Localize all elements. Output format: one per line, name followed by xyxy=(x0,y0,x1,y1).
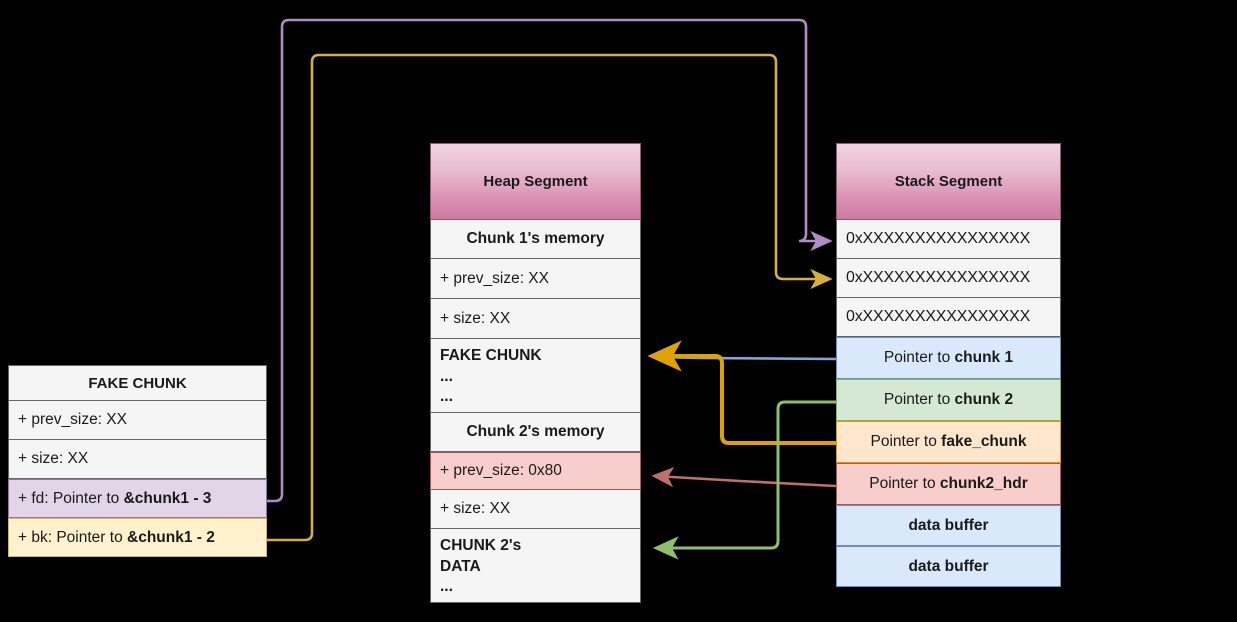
fake-chunk-box: FAKE CHUNK + prev_size: XX + size: XX + … xyxy=(8,365,267,557)
fake-chunk-row-fd-target: &chunk1 - 3 xyxy=(123,489,212,507)
heap-row-chunk1-size: + size: XX xyxy=(430,299,641,339)
heap-segment-box: Heap Segment Chunk 1's memory + prev_siz… xyxy=(430,143,641,603)
fake-chunk-row-prev-size: + prev_size: XX xyxy=(8,401,267,440)
fake-chunk-row-fd: + fd: Pointer to &chunk1 - 3 xyxy=(8,479,267,518)
heap-row-chunk1-prev-size: + prev_size: XX xyxy=(430,259,641,299)
fake-chunk-row-bk-prefix: + bk: Pointer to xyxy=(18,528,127,546)
fake-chunk-row-bk: + bk: Pointer to &chunk1 - 2 xyxy=(8,518,267,557)
stack-row-pointer-chunk1-target: chunk 1 xyxy=(954,349,1014,366)
fake-chunk-row-prev-size-label: + prev_size: XX xyxy=(18,411,127,428)
fake-chunk-title: FAKE CHUNK xyxy=(8,365,267,401)
heap-row-chunk1-size-label: + size: XX xyxy=(440,309,511,327)
stack-row-address-1-label: 0xXXXXXXXXXXXXXXXX xyxy=(846,230,1031,247)
stack-row-pointer-chunk1-prefix: Pointer to xyxy=(883,349,955,366)
fake-chunk-row-fd-prefix: + fd: Pointer to xyxy=(18,489,124,507)
stack-row-address-2: 0xXXXXXXXXXXXXXXXX xyxy=(836,259,1061,298)
stack-row-address-1: 0xXXXXXXXXXXXXXXXX xyxy=(836,220,1061,259)
stack-row-pointer-fake-chunk: Pointer to fake_chunk xyxy=(836,421,1061,463)
stack-row-address-3: 0xXXXXXXXXXXXXXXXX xyxy=(836,298,1061,337)
fake-chunk-row-size: + size: XX xyxy=(8,440,267,479)
stack-row-pointer-chunk2: Pointer to chunk 2 xyxy=(836,379,1061,421)
stack-row-address-2-label: 0xXXXXXXXXXXXXXXXX xyxy=(846,269,1031,286)
wire-chunk2-to-chunk2-data xyxy=(652,400,838,560)
stack-row-data-buffer-2: data buffer xyxy=(836,546,1061,587)
heap-row-chunk2-memory-label: Chunk 2's memory xyxy=(466,423,605,440)
heap-row-chunk2-size-label: + size: XX xyxy=(440,500,511,517)
heap-row-chunk1-memory: Chunk 1's memory xyxy=(430,220,641,259)
stack-row-data-buffer-1: data buffer xyxy=(836,505,1061,546)
stack-row-data-buffer-1-label: data buffer xyxy=(908,516,989,534)
wire-fake-chunk-ptr-to-fake-chunk xyxy=(647,340,838,445)
wire-chunk2hdr-to-prev-size xyxy=(651,466,838,488)
stack-row-pointer-fake-chunk-target: fake_chunk xyxy=(941,433,1027,450)
fake-chunk-row-size-label: + size: XX xyxy=(18,450,89,467)
heap-row-chunk1-memory-label: Chunk 1's memory xyxy=(466,230,605,247)
heap-row-chunk1-prev-size-label: + prev_size: XX xyxy=(440,269,549,287)
stack-row-pointer-chunk2-prefix: Pointer to xyxy=(883,391,955,408)
heap-row-chunk2-data: CHUNK 2's DATA ... xyxy=(430,529,641,603)
heap-row-chunk2-memory: Chunk 2's memory xyxy=(430,413,641,452)
stack-row-pointer-chunk1: Pointer to chunk 1 xyxy=(836,337,1061,379)
wire-chunk1-to-fake-chunk xyxy=(651,347,838,368)
stack-row-pointer-chunk2-hdr-target: chunk2_hdr xyxy=(939,475,1028,492)
stack-row-address-3-label: 0xXXXXXXXXXXXXXXXX xyxy=(846,308,1031,325)
stack-row-pointer-fake-chunk-prefix: Pointer to xyxy=(870,433,942,450)
heap-row-chunk2-prev-size: + prev_size: 0x80 xyxy=(430,452,641,490)
heap-segment-title: Heap Segment xyxy=(430,143,641,220)
stack-row-data-buffer-2-label: data buffer xyxy=(908,557,989,575)
stack-row-pointer-chunk2-hdr-prefix: Pointer to xyxy=(869,475,940,492)
stack-row-pointer-chunk2-target: chunk 2 xyxy=(954,391,1014,408)
fake-chunk-row-bk-target: &chunk1 - 2 xyxy=(127,528,215,546)
heap-row-chunk2-prev-size-label: + prev_size: 0x80 xyxy=(440,462,562,479)
heap-row-chunk2-size: + size: XX xyxy=(430,490,641,529)
stack-row-pointer-chunk2-hdr: Pointer to chunk2_hdr xyxy=(836,463,1061,505)
heap-row-fake-chunk: FAKE CHUNK ... ... xyxy=(430,339,641,413)
stack-segment-title: Stack Segment xyxy=(836,143,1061,220)
stack-segment-box: Stack Segment 0xXXXXXXXXXXXXXXXX 0xXXXXX… xyxy=(836,143,1061,587)
